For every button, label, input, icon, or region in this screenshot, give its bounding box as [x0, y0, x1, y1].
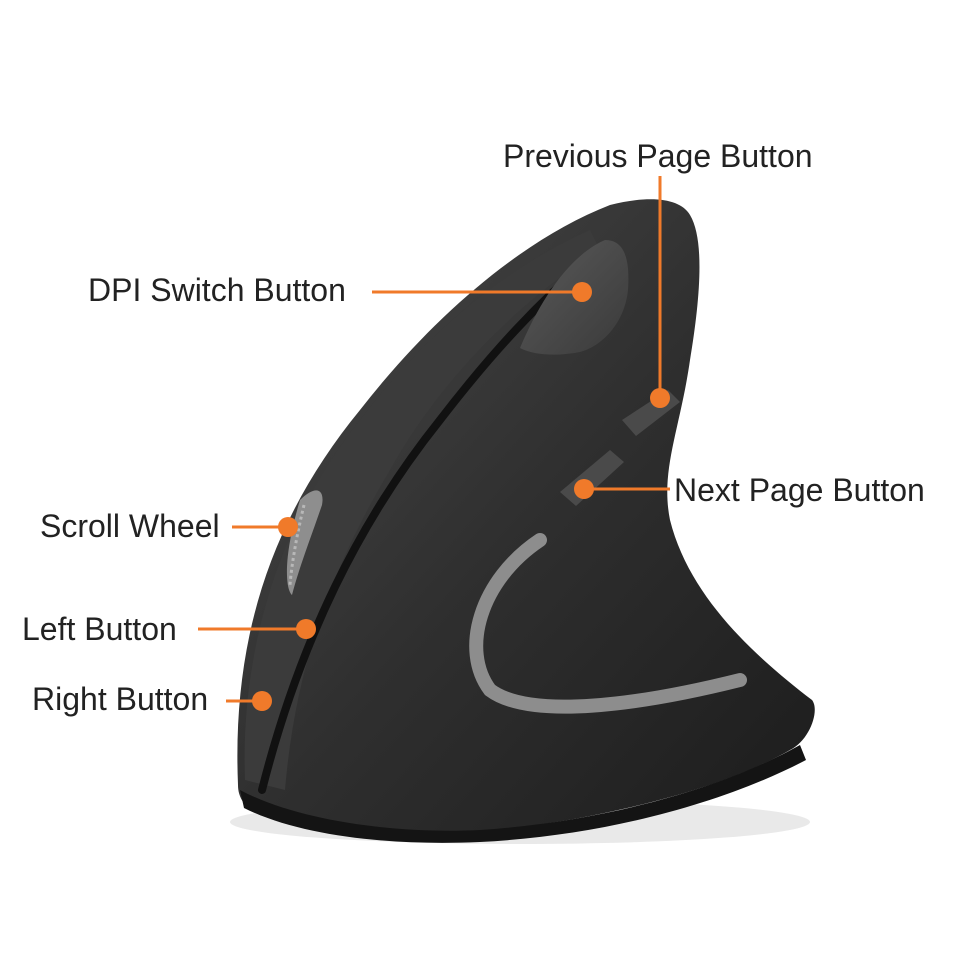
- marker-right-button: [252, 691, 272, 711]
- center-groove: [258, 246, 604, 794]
- marker-scroll-wheel: [278, 517, 298, 537]
- scroll-wheel-label: Scroll Wheel: [40, 508, 220, 544]
- scroll-wheel-ridges: [288, 504, 306, 586]
- scroll-wheel-shape: [286, 490, 323, 595]
- left-button-label: Left Button: [22, 611, 177, 647]
- right-button-label: Right Button: [32, 681, 209, 717]
- marker-dots: [252, 282, 670, 711]
- marker-dpi-switch: [572, 282, 592, 302]
- leader-lines: [198, 176, 670, 703]
- marker-left-button: [296, 619, 316, 639]
- marker-previous-page: [650, 388, 670, 408]
- thumb-rest-accent: [469, 533, 747, 714]
- next-page-button-label: Next Page Button: [674, 472, 925, 508]
- mouse-body: [237, 199, 815, 835]
- mouse-base-edge: [240, 745, 806, 843]
- dpi-switch-button-label: DPI Switch Button: [88, 272, 346, 308]
- marker-next-page: [574, 479, 594, 499]
- previous-page-button-label: Previous Page Button: [503, 138, 813, 174]
